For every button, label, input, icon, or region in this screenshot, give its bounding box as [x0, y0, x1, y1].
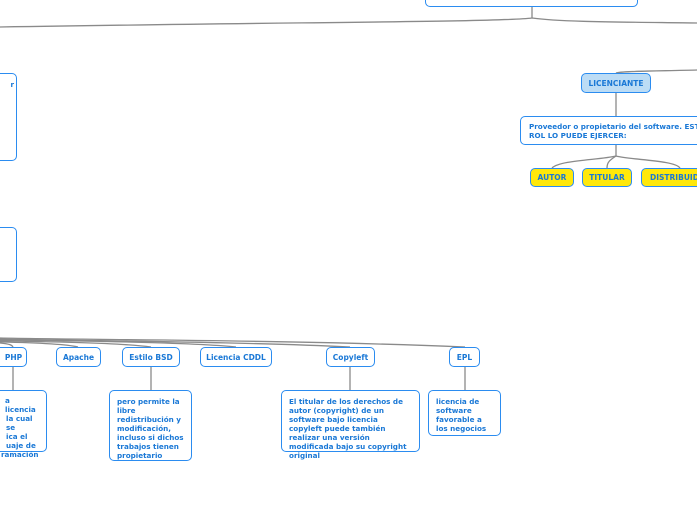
- php-desc-line: uaje de: [6, 441, 36, 450]
- connector-licenses-copyleft: [0, 338, 351, 348]
- connector-licenses-cddl: [0, 339, 237, 348]
- connector-titular: [606, 155, 617, 169]
- license-epl[interactable]: EPL: [449, 347, 480, 367]
- license-estilo-bsd[interactable]: Estilo BSD: [122, 347, 180, 367]
- connector-licenciante: [615, 69, 697, 74]
- php-desc-line: ica el: [6, 432, 28, 441]
- license-php[interactable]: PHP: [0, 347, 27, 367]
- role-distribuidor[interactable]: DISTRIBUIDOR: [641, 168, 697, 187]
- connector-licenses-bsd: [0, 340, 152, 348]
- licenciante-node[interactable]: LICENCIANTE: [581, 73, 651, 93]
- left-partial-text: r: [10, 80, 14, 89]
- license-cddl[interactable]: Licencia CDDL: [200, 347, 272, 367]
- php-desc-line: la cual se: [6, 414, 33, 432]
- license-copyleft[interactable]: Copyleft: [326, 347, 375, 367]
- licenciante-description[interactable]: Proveedor o propietario del software. ES…: [520, 116, 697, 145]
- license-apache[interactable]: Apache: [56, 347, 101, 367]
- connector-autor: [551, 145, 617, 169]
- connector-top-left: [0, 7, 533, 28]
- left-partial-node-1[interactable]: r: [0, 73, 17, 161]
- left-partial-node-2[interactable]: [0, 227, 17, 282]
- bsd-description[interactable]: pero permite la libre redistribución y m…: [109, 390, 192, 461]
- connector-top-right: [531, 17, 697, 24]
- connector-licenses-apache: [0, 341, 79, 348]
- php-desc-line: ramación: [1, 450, 39, 459]
- role-titular[interactable]: TITULAR: [582, 168, 632, 187]
- top-node[interactable]: [425, 0, 638, 7]
- php-description[interactable]: a licencia la cual se ica el uaje de ram…: [0, 390, 47, 459]
- copyleft-description[interactable]: El titular de los derechos de autor (cop…: [281, 390, 420, 460]
- connector-licenses-epl: [0, 337, 466, 348]
- epl-description[interactable]: licencia de software favorable a los neg…: [428, 390, 501, 436]
- connector-licenses-php: [0, 342, 14, 348]
- php-desc-line: a licencia: [5, 396, 36, 414]
- connector-distribuidor: [615, 155, 681, 169]
- role-autor[interactable]: AUTOR: [530, 168, 574, 187]
